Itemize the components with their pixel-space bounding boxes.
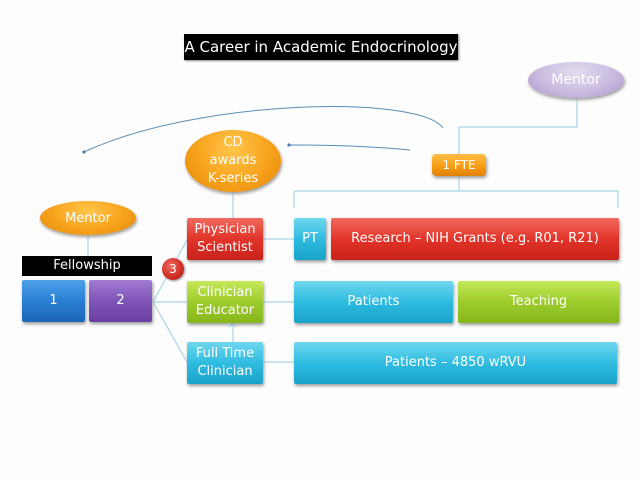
clinician-educator-line-2: Educator <box>195 303 255 318</box>
mentor-left-label: Mentor <box>65 210 111 226</box>
fellowship-year-2: 2 <box>89 280 152 322</box>
mentor-top-label: Mentor <box>551 72 601 88</box>
pt-box: PT <box>294 218 326 260</box>
cd-awards-line-3: K-series <box>207 171 259 186</box>
year-3-badge: 3 <box>162 258 184 280</box>
curved-arrow-long <box>82 106 444 154</box>
physician-scientist-box: Physician Scientist <box>187 218 263 260</box>
full-time-clinician-line-1: Full Time <box>195 346 255 361</box>
fellowship-year-1: 1 <box>22 280 85 322</box>
fte-bracket <box>293 176 619 208</box>
clinician-educator-line-1: Clinician <box>197 285 253 300</box>
fte-node: 1 FTE <box>432 154 486 176</box>
cd-awards-line-1: CD <box>223 135 243 150</box>
clinician-educator-box: Clinician Educator <box>187 281 263 323</box>
teaching-box: Teaching <box>458 281 619 323</box>
arrow-to-cd-awards <box>287 143 411 151</box>
track-detail-lines <box>263 238 294 363</box>
patients-wrvu-box: Patients – 4850 wRVU <box>294 342 617 384</box>
mentor-node-left: Mentor <box>40 201 136 235</box>
mentor-node-top: Mentor <box>528 62 624 98</box>
fellowship-label: Fellowship <box>22 256 152 276</box>
physician-scientist-line-2: Scientist <box>197 240 253 255</box>
cd-awards-node: CD awards K-series <box>185 130 281 192</box>
cd-awards-line-2: awards <box>209 153 257 168</box>
slide-title: A Career in Academic Endocrinology <box>184 34 458 60</box>
full-time-clinician-line-2: Clinician <box>197 364 253 379</box>
patients-box: Patients <box>294 281 453 323</box>
research-box: Research – NIH Grants (e.g. R01, R21) <box>331 218 619 260</box>
physician-scientist-line-1: Physician <box>194 222 256 237</box>
mentor-to-fte-line <box>458 100 578 154</box>
full-time-clinician-box: Full Time Clinician <box>187 342 263 384</box>
